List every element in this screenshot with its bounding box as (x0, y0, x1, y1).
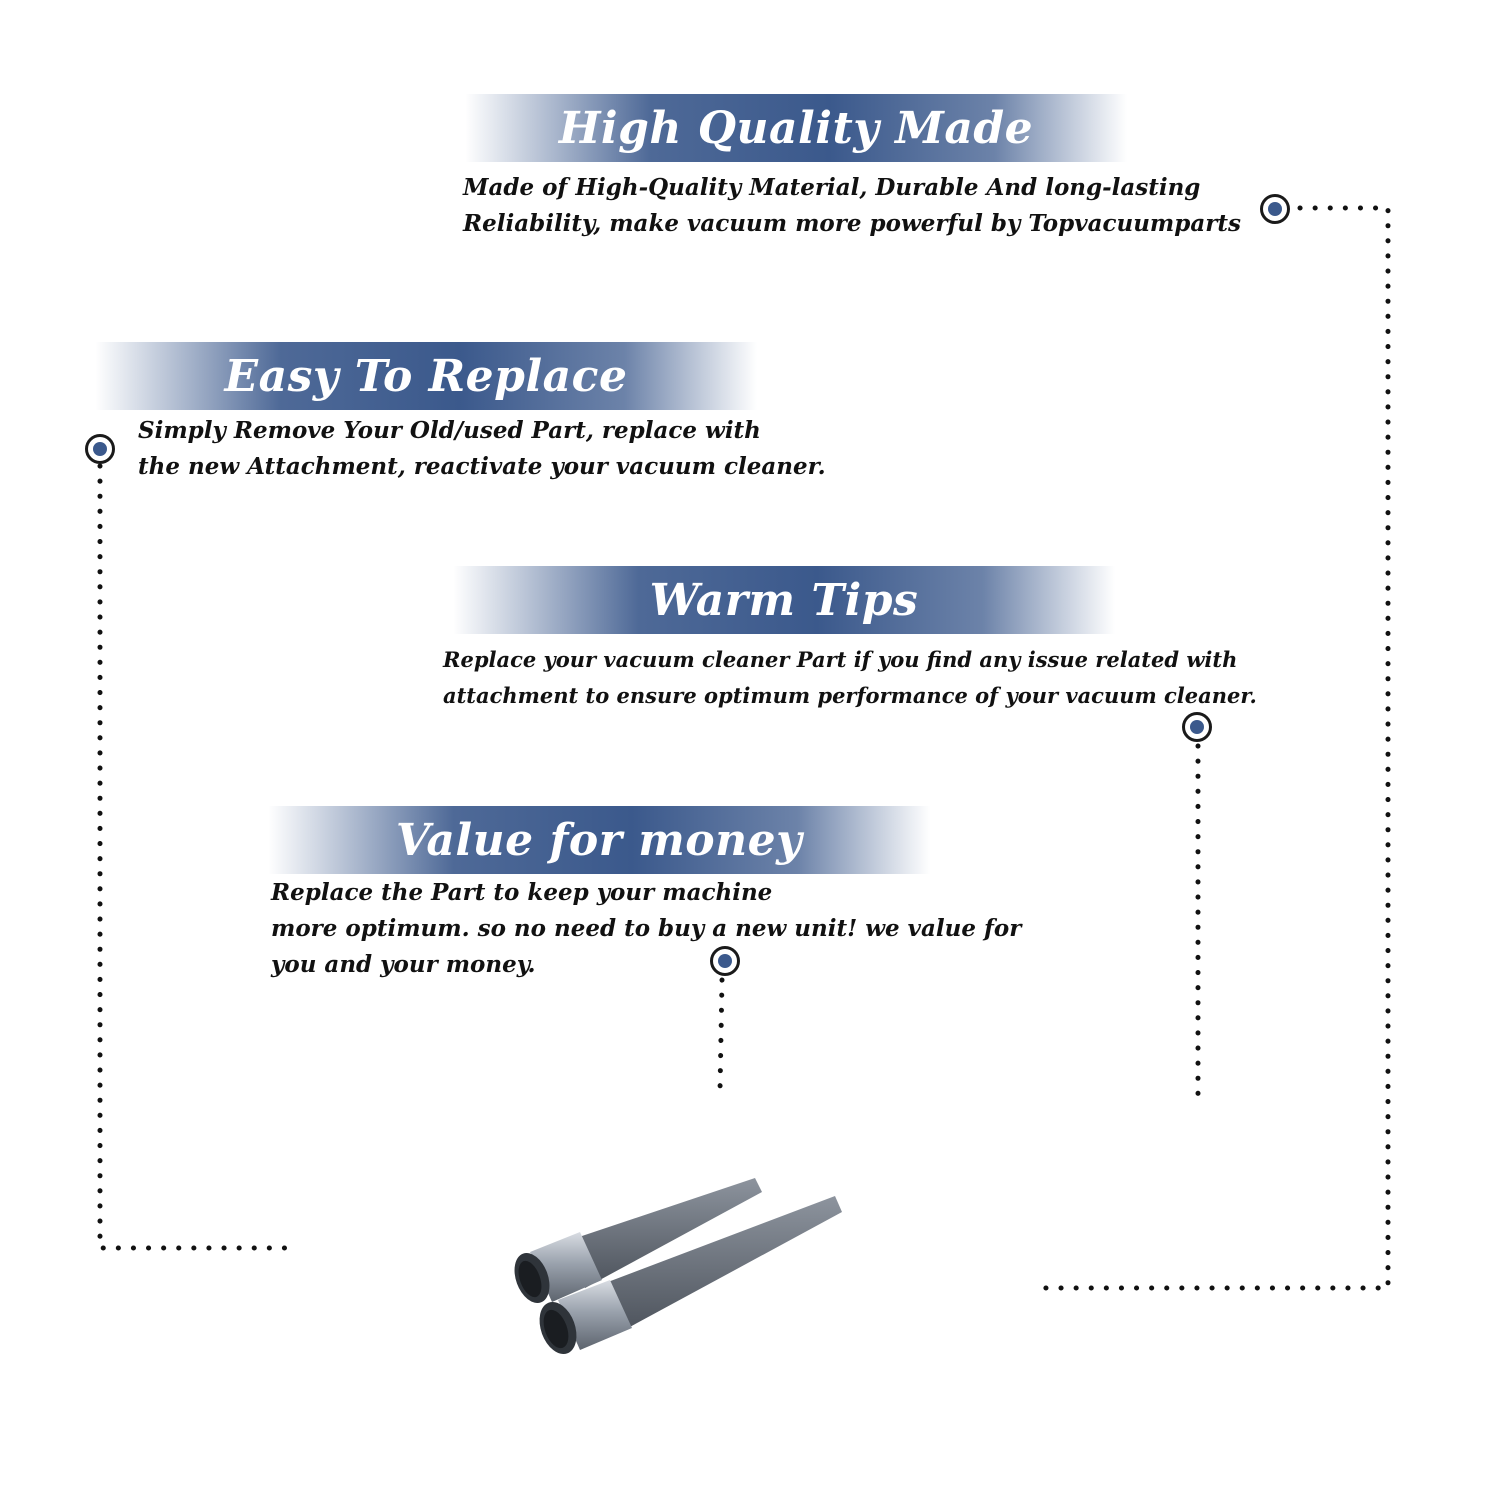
desc-value: Replace the Part to keep your machine mo… (271, 875, 1021, 983)
marker-value (710, 946, 740, 976)
desc-line: Replace the Part to keep your machine (271, 879, 773, 906)
banner-easy-replace: Easy To Replace (95, 342, 757, 410)
desc-line: you and your money. (271, 951, 536, 978)
desc-line: Reliability, make vacuum more powerful b… (463, 210, 1241, 237)
desc-line: Replace your vacuum cleaner Part if you … (443, 647, 1238, 672)
section-title: Value for money (395, 814, 803, 866)
desc-line: attachment to ensure optimum performance… (443, 683, 1257, 708)
desc-line: Simply Remove Your Old/used Part, replac… (138, 417, 761, 444)
desc-line: Made of High-Quality Material, Durable A… (463, 174, 1201, 201)
desc-easy-replace: Simply Remove Your Old/used Part, replac… (138, 413, 826, 485)
connector-high-quality (1035, 205, 1391, 1291)
desc-high-quality: Made of High-Quality Material, Durable A… (463, 170, 1241, 242)
banner-value: Value for money (268, 806, 930, 874)
desc-line: the new Attachment, reactivate your vacu… (138, 453, 826, 480)
crevice-tool-back (514, 1178, 762, 1304)
banner-warm-tips: Warm Tips (453, 566, 1115, 634)
section-title: High Quality Made (558, 102, 1034, 154)
marker-high-quality (1260, 194, 1290, 224)
marker-warm-tips (1182, 712, 1212, 742)
crevice-tool-front (539, 1196, 842, 1355)
crevice-tool-pair-icon (514, 1178, 842, 1355)
desc-line: more optimum. so no need to buy a new un… (271, 915, 1022, 942)
desc-warm-tips: Replace your vacuum cleaner Part if you … (443, 642, 1257, 714)
section-title: Warm Tips (649, 574, 919, 626)
banner-high-quality: High Quality Made (465, 94, 1127, 162)
connector-value (717, 977, 725, 1093)
connector-easy-replace (97, 463, 299, 1251)
marker-easy-replace (85, 434, 115, 464)
section-title: Easy To Replace (224, 350, 628, 402)
